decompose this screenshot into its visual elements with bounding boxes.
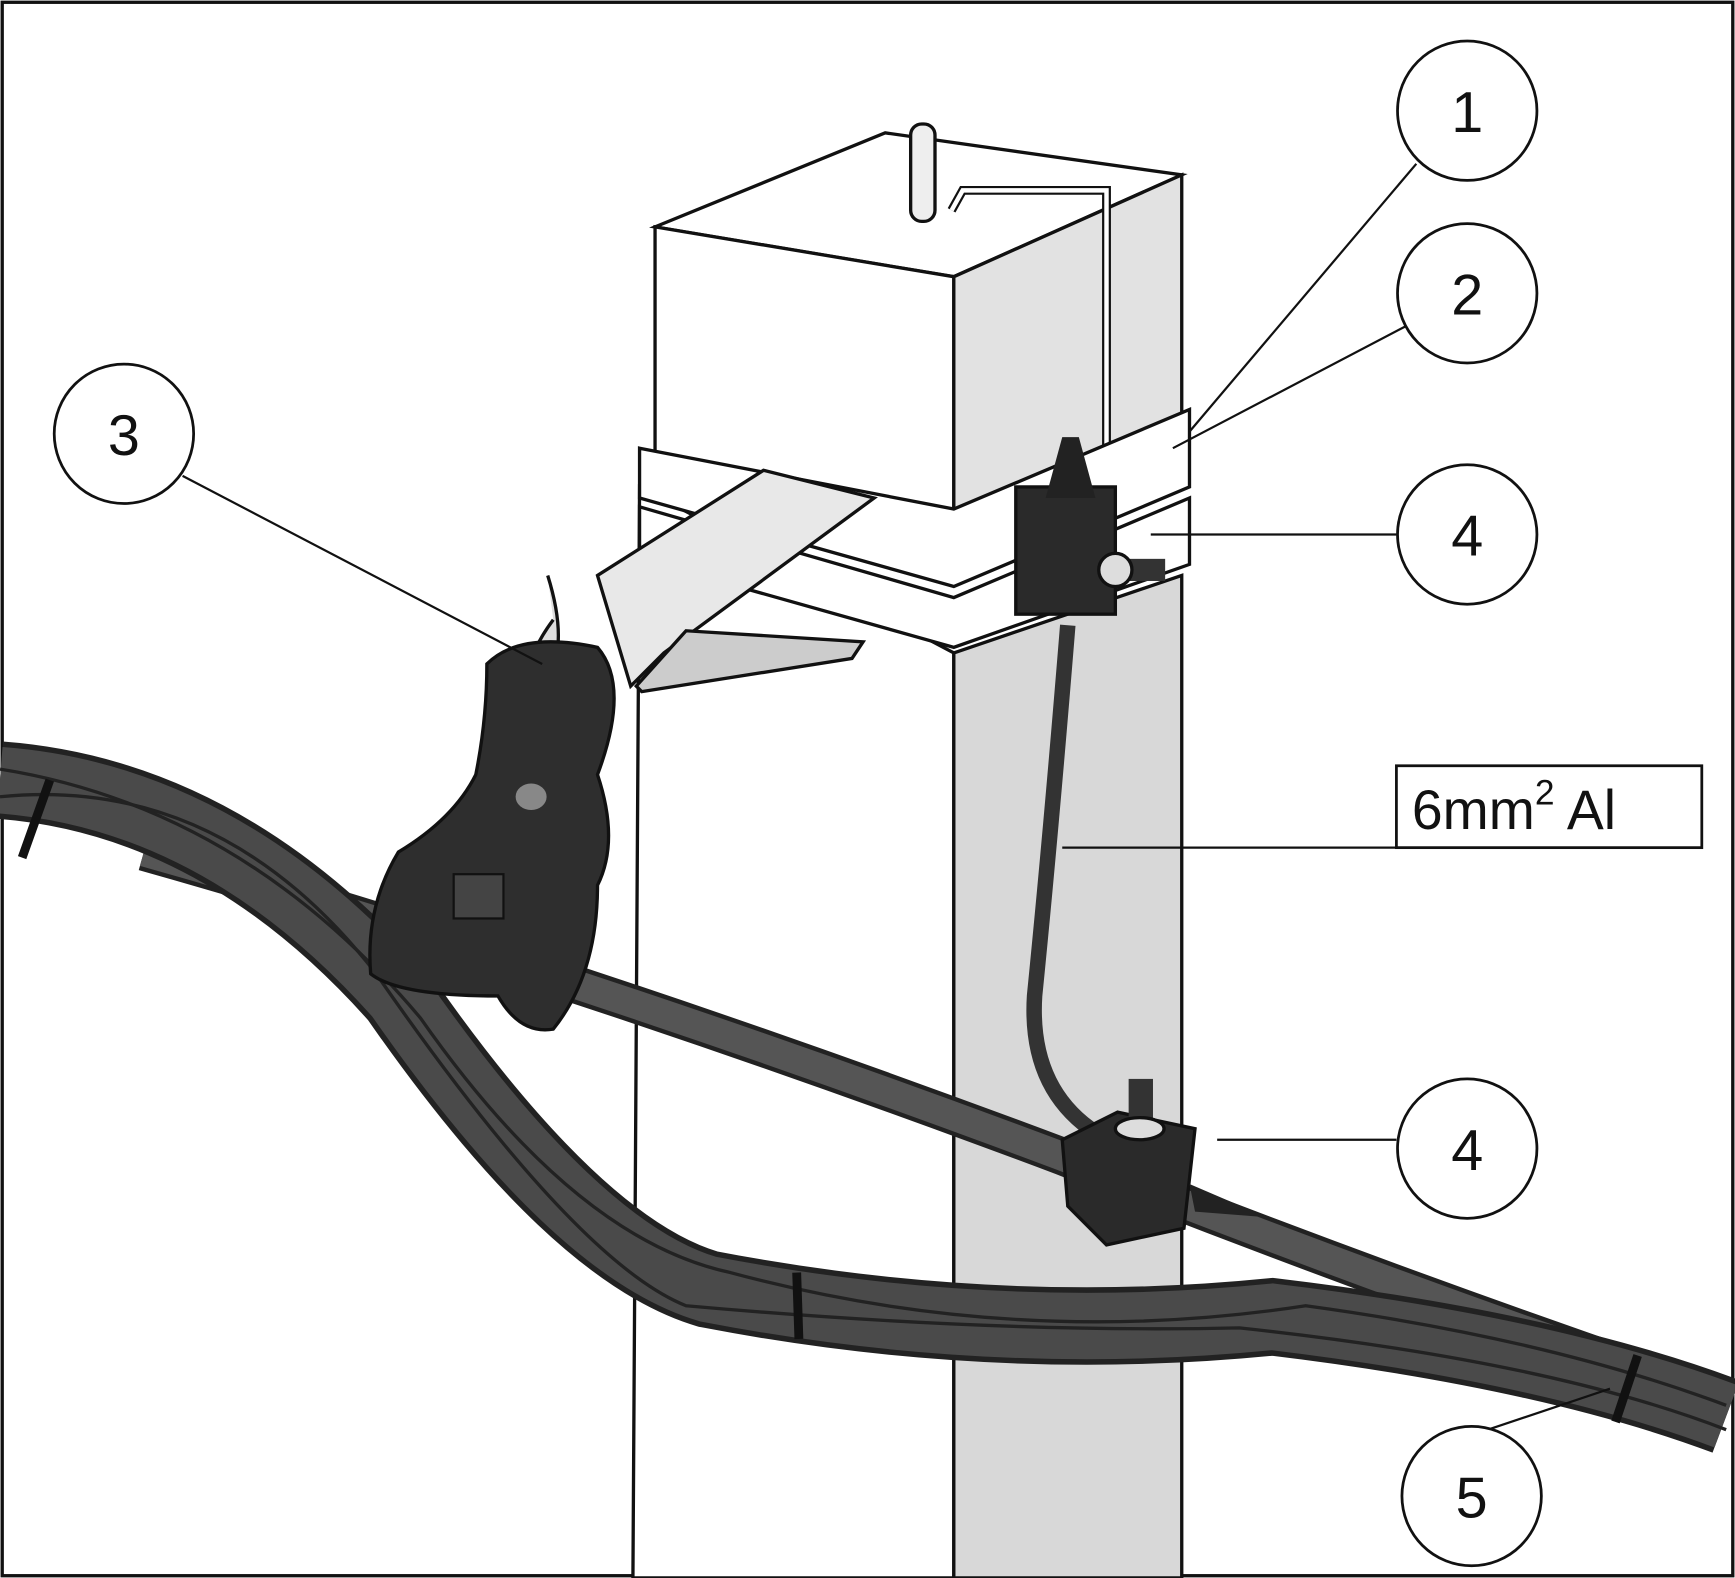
callout-5: 5 [1400, 1424, 1543, 1568]
conductor-size: 6mm [1412, 779, 1535, 841]
callout-3: 3 [52, 362, 196, 505]
conductor-size-superscript: 2 [1535, 772, 1555, 812]
callout-4-bottom: 4 [1396, 1077, 1539, 1220]
callout-4-top-label: 4 [1451, 505, 1483, 569]
callout-4-bottom-label: 4 [1451, 1119, 1483, 1183]
pole-right-face [952, 573, 1184, 1578]
conductor-size-label: 6mm2 Al [1395, 764, 1704, 850]
bundled-cable [0, 741, 1735, 1453]
conductor-material: Al [1555, 779, 1617, 841]
callout-2: 2 [1396, 222, 1539, 365]
callout-4-top: 4 [1396, 463, 1539, 606]
callout-1: 1 [1396, 39, 1539, 182]
leader-lines [182, 163, 1611, 1453]
svg-text:6mm2 Al: 6mm2 Al [1412, 772, 1616, 841]
callout-3-label: 3 [108, 404, 140, 468]
suspension-clamp [368, 640, 616, 1032]
callout-2-label: 2 [1451, 263, 1483, 327]
cap-pin [908, 122, 937, 224]
dropper-cable [1026, 624, 1095, 1135]
callout-1-label: 1 [1451, 81, 1483, 145]
callout-5-label: 5 [1456, 1466, 1488, 1530]
